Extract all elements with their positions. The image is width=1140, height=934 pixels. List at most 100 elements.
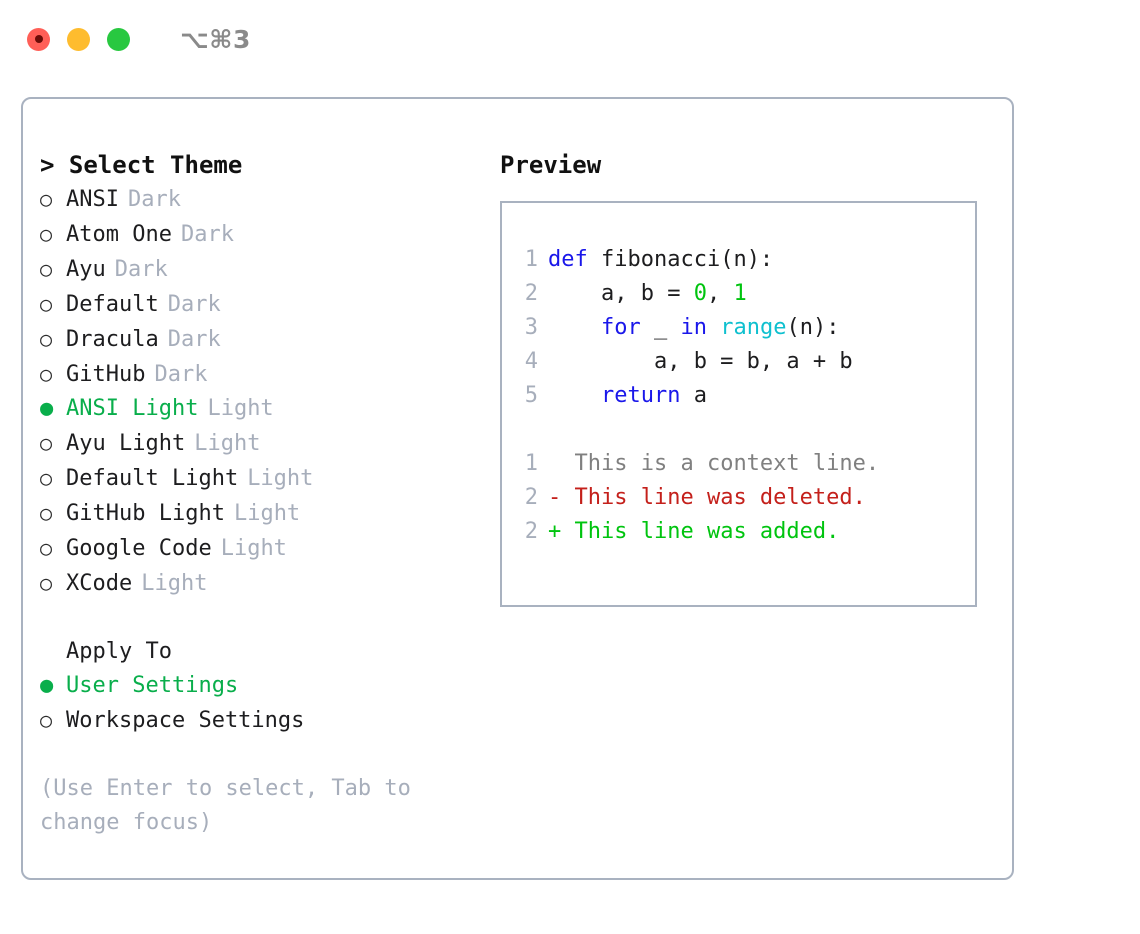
diff-marker: -: [548, 485, 575, 510]
token-num: 0: [693, 281, 707, 306]
code-text: return a: [548, 379, 707, 413]
theme-option-label: ANSI: [66, 187, 119, 212]
line-number: 4: [524, 349, 538, 374]
line-number: 5: [524, 383, 538, 408]
apply-to-option-workspace-settings[interactable]: ○ Workspace Settings: [40, 703, 491, 738]
radio-unselected-icon: ○: [40, 571, 53, 595]
theme-option-kind: Dark: [127, 187, 181, 212]
theme-option-label: Ayu Light: [66, 431, 186, 456]
diff-marker: +: [548, 519, 575, 544]
theme-option-ayu-light[interactable]: ○ Ayu Light Light: [40, 426, 491, 461]
token-num: 1: [733, 281, 747, 306]
line-number: 1: [524, 247, 538, 272]
theme-option-atom-one[interactable]: ○ Atom One Dark: [40, 217, 491, 252]
list-spacer: [40, 601, 491, 635]
code-diff-spacer: [502, 413, 975, 447]
token-plain: _: [640, 315, 681, 340]
maximize-button[interactable]: [107, 27, 130, 51]
apply-to-option-label: Workspace Settings: [66, 708, 305, 733]
token-plain: ,: [706, 281, 734, 306]
theme-option-label: Ayu: [66, 257, 106, 282]
theme-option-kind: Light: [220, 536, 287, 561]
radio-unselected-icon: ○: [40, 327, 53, 351]
theme-option-kind: Light: [194, 431, 261, 456]
token-plain: a, b =: [548, 281, 694, 306]
code-text: a, b = 0, 1: [548, 277, 747, 311]
token-fn: range: [720, 315, 787, 340]
theme-option-kind: Dark: [180, 222, 234, 247]
diff-sample: 1 This is a context line.2- This line wa…: [502, 447, 975, 549]
window-controls: [27, 27, 130, 51]
theme-option-ansi-light[interactable]: ● ANSI Light Light: [40, 392, 491, 426]
diff-text-add: + This line was added.: [548, 515, 839, 549]
close-button[interactable]: [27, 27, 50, 51]
theme-option-label: GitHub Light: [66, 501, 225, 526]
theme-option-label: XCode: [66, 571, 133, 596]
radio-unselected-icon: ○: [40, 257, 53, 281]
apply-to-list[interactable]: ●User Settings ○ Workspace Settings: [40, 669, 491, 738]
radio-unselected-icon: ○: [40, 222, 53, 246]
code-line: 1 def fibonacci(n):: [502, 243, 975, 277]
minimize-button[interactable]: [67, 27, 90, 51]
token-plain: [548, 315, 601, 340]
token-kw: def: [548, 247, 588, 272]
code-text: for _ in range(n):: [548, 311, 839, 345]
apply-to-heading: Apply To: [66, 639, 172, 664]
diff-line: 2- This line was deleted.: [502, 481, 975, 515]
theme-option-kind: Dark: [114, 257, 168, 282]
theme-option-google-code[interactable]: ○ Google Code Light: [40, 531, 491, 566]
theme-option-label: Google Code: [66, 536, 212, 561]
diff-text-del: - This line was deleted.: [548, 481, 866, 515]
code-text: a, b = b, a + b: [548, 345, 853, 379]
code-line: 4 a, b = b, a + b: [502, 345, 975, 379]
apply-to-option-user-settings[interactable]: ●User Settings: [40, 669, 491, 703]
token-plain: a, b = b, a + b: [548, 349, 853, 374]
theme-option-kind: Light: [233, 501, 301, 526]
line-number: 2: [524, 519, 538, 544]
code-text: def fibonacci(n):: [548, 243, 773, 277]
theme-option-kind: Light: [247, 466, 314, 491]
preview-heading: Preview: [500, 151, 602, 179]
diff-marker: [548, 451, 575, 476]
theme-option-kind: Dark: [154, 362, 208, 387]
token-plain: [548, 383, 601, 408]
window-title-shortcut: ⌥⌘3: [180, 24, 251, 54]
token-kw: return: [600, 383, 681, 408]
title-bar: ⌥⌘3: [0, 0, 1140, 78]
radio-unselected-icon: ○: [40, 536, 53, 560]
code-line: 5 return a: [502, 379, 975, 413]
theme-option-label: GitHub: [66, 362, 146, 387]
theme-option-label: Atom One: [66, 222, 172, 247]
radio-unselected-icon: ○: [40, 708, 53, 732]
theme-option-label: ANSI Light: [66, 396, 199, 421]
theme-option-ayu[interactable]: ○ Ayu Dark: [40, 252, 491, 287]
line-number: 2: [524, 281, 538, 306]
theme-option-kind: Light: [207, 396, 274, 421]
radio-unselected-icon: ○: [40, 292, 53, 316]
diff-content: This line was deleted.: [574, 485, 866, 510]
diff-content: This line was added.: [574, 519, 840, 544]
radio-unselected-icon: ○: [40, 431, 53, 455]
token-plain: a: [680, 383, 707, 408]
token-plain: [707, 315, 720, 340]
select-theme-heading: > Select Theme: [40, 151, 243, 179]
radio-selected-icon: ●: [40, 673, 54, 698]
line-number: 1: [524, 451, 538, 476]
theme-option-label: Default: [66, 292, 159, 317]
diff-line: 2 + This line was added.: [502, 515, 975, 549]
diff-line: 1 This is a context line.: [502, 447, 975, 481]
radio-selected-icon: ●: [40, 396, 54, 421]
theme-option-label: Dracula: [66, 327, 159, 352]
